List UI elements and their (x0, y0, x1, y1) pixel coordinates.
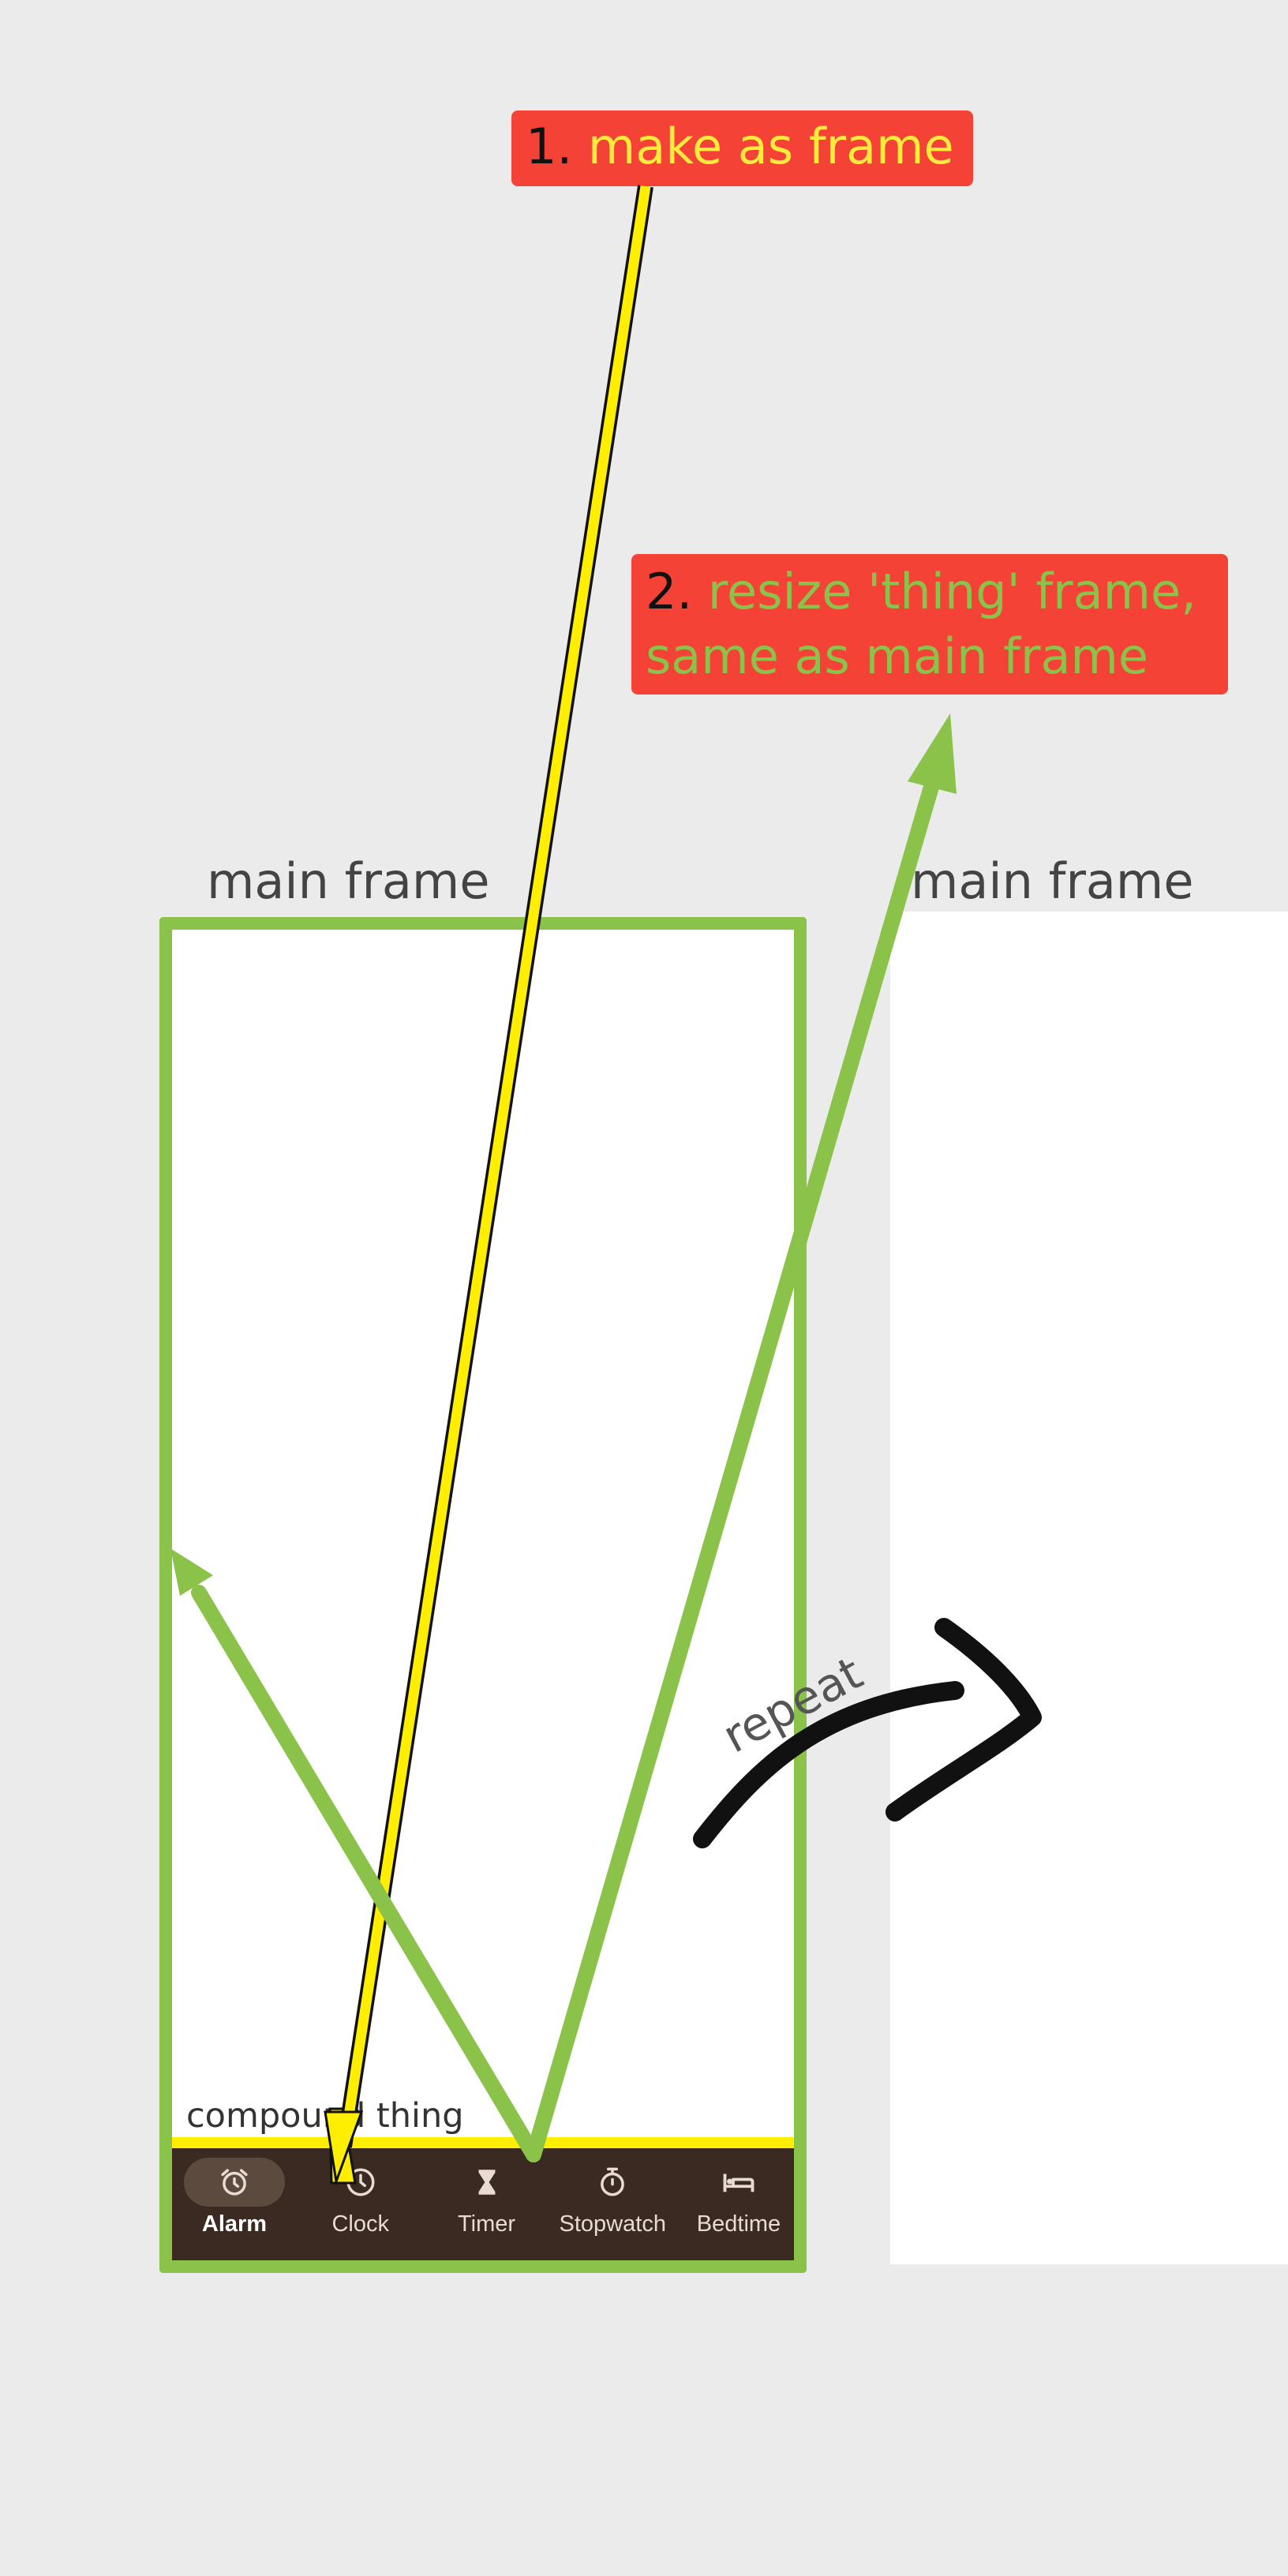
nav-item-bedtime[interactable]: Bedtime (676, 2148, 801, 2263)
hourglass-icon (478, 2170, 495, 2195)
nav-item-stopwatch[interactable]: Stopwatch (550, 2148, 675, 2263)
main-frame-label-right: main frame (911, 852, 1194, 910)
nav-label-bedtime: Bedtime (696, 2211, 781, 2237)
stopwatch-icon (601, 2167, 625, 2196)
callout-number: 2. (646, 563, 693, 620)
main-frame-right[interactable] (890, 912, 1288, 2264)
callout-resize-thing-frame: 2. resize 'thing' frame, same as main fr… (631, 554, 1228, 695)
nav-label-timer: Timer (457, 2211, 516, 2237)
callout-number: 1. (526, 118, 573, 175)
callout-make-as-frame: 1. make as frame (511, 110, 973, 186)
nav-label-stopwatch: Stopwatch (559, 2211, 666, 2237)
bed-icon (723, 2174, 754, 2192)
nav-icon-pill (184, 2158, 285, 2207)
alarm-icon (221, 2169, 248, 2196)
callout-text-line1: resize 'thing' frame, (707, 563, 1196, 620)
nav-label-clock: Clock (331, 2211, 389, 2237)
nav-label-alarm: Alarm (201, 2211, 268, 2237)
nav-item-timer[interactable]: Timer (425, 2148, 549, 2263)
nav-item-alarm[interactable]: Alarm (172, 2148, 297, 2263)
callout-text: make as frame (587, 118, 954, 175)
main-frame-label-left: main frame (207, 852, 490, 910)
main-frame-left-border (159, 917, 807, 2273)
callout-text-line2: same as main frame (646, 627, 1149, 685)
